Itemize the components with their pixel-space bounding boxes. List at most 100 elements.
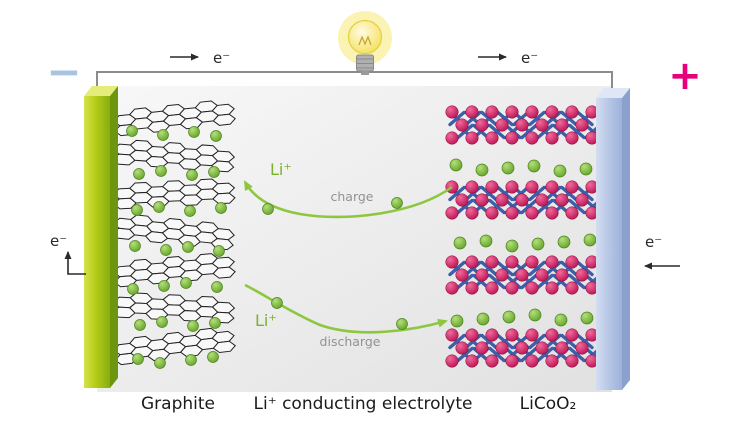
cobalt-oxide-atom — [455, 268, 469, 282]
cobalt-oxide-atom — [505, 105, 519, 119]
li-ion — [155, 165, 167, 177]
cobalt-oxide-atom — [485, 206, 499, 220]
cobalt-oxide-atom — [555, 193, 569, 207]
li-ion — [158, 280, 170, 292]
bulb-filament — [358, 35, 372, 46]
anode-top-face — [84, 86, 118, 96]
cobalt-oxide-atom — [475, 341, 489, 355]
cobalt-oxide-atom — [485, 105, 499, 119]
cobalt-oxide-atom — [495, 193, 509, 207]
cobalt-oxide-atom — [445, 131, 459, 145]
cobalt-oxide-atom — [575, 118, 589, 132]
li-ion-charge-label: Li⁺ — [270, 160, 292, 179]
li-ion — [126, 125, 138, 137]
cobalt-oxide-atom — [555, 268, 569, 282]
cobalt-oxide-atom — [545, 131, 559, 145]
co-o-bond — [568, 346, 586, 363]
cobalt-oxide-atom — [575, 268, 589, 282]
li-ion — [134, 319, 146, 331]
co-o-bond — [576, 333, 594, 350]
electron-flow-right-label: e⁻ — [521, 49, 538, 67]
cobalt-oxide-atom — [505, 180, 519, 194]
cobalt-oxide-atom — [565, 131, 579, 145]
cobalt-oxide-atom — [445, 328, 459, 342]
li-ion — [210, 130, 222, 142]
cobalt-oxide-atom — [515, 118, 529, 132]
cobalt-oxide-atom — [495, 341, 509, 355]
cobalt-oxide-atom — [465, 255, 479, 269]
co-o-bond — [568, 273, 586, 290]
li-ion-in-transit — [262, 203, 274, 215]
cobalt-oxide-atom — [565, 255, 579, 269]
circuit-wire — [96, 71, 613, 96]
bulb-contact — [361, 71, 369, 75]
co-o-bond — [488, 198, 506, 215]
cobalt-oxide-atom — [505, 354, 519, 368]
li-ion — [209, 317, 221, 329]
caption-licoo2: LiCoO₂ — [520, 394, 577, 414]
cobalt-oxide-atom — [565, 328, 579, 342]
cobalt-oxide-atom — [565, 180, 579, 194]
anode-electrode — [84, 86, 118, 388]
li-ion — [557, 235, 571, 249]
graphene-sheet — [112, 292, 236, 324]
cobalt-oxide-atom — [445, 255, 459, 269]
cobalt-oxide-atom — [525, 180, 539, 194]
co-o-bond — [576, 185, 594, 202]
co-o-bond — [480, 185, 498, 202]
li-ion — [208, 166, 220, 178]
li-ion — [476, 312, 490, 326]
cobalt-oxide-atom — [455, 341, 469, 355]
cobalt-oxide-atom — [505, 281, 519, 295]
li-ion — [479, 234, 493, 248]
li-ion — [449, 158, 463, 172]
cobalt-oxide-atom — [565, 206, 579, 220]
plus-terminal-icon: + — [668, 53, 702, 99]
cobalt-oxide-atom — [465, 131, 479, 145]
cobalt-oxide-atom — [535, 118, 549, 132]
cobalt-oxide-atom — [505, 131, 519, 145]
li-ion-in-transit — [271, 297, 283, 309]
cobalt-oxide-atom — [515, 341, 529, 355]
co-o-bond — [480, 110, 498, 127]
graphene-sheet — [112, 139, 236, 173]
cobalt-oxide-atom — [485, 354, 499, 368]
li-ion — [154, 357, 166, 369]
li-ion — [156, 316, 168, 328]
cobalt-oxide-atom — [505, 206, 519, 220]
cobalt-oxide-atom — [475, 118, 489, 132]
co-o-bond — [496, 333, 514, 350]
cobalt-oxide-atom — [445, 281, 459, 295]
cobalt-oxide-atom — [495, 268, 509, 282]
charge-label: charge — [331, 189, 374, 204]
cathode-electron-label: e⁻ — [645, 233, 662, 251]
cobalt-oxide-atom — [535, 193, 549, 207]
li-ion — [531, 237, 545, 251]
cathode-electrode — [596, 88, 630, 390]
co-o-bond — [496, 110, 514, 127]
cobalt-oxide-atom — [505, 328, 519, 342]
li-ion — [180, 277, 192, 289]
li-ion — [502, 310, 516, 324]
cobalt-oxide-atom — [545, 328, 559, 342]
co-o-bond — [480, 260, 498, 277]
li-ion — [579, 162, 593, 176]
cobalt-oxide-atom — [485, 328, 499, 342]
cobalt-oxide-atom — [545, 105, 559, 119]
coo2-slab — [445, 180, 602, 220]
coo2-slab — [445, 255, 602, 295]
co-o-bond — [576, 260, 594, 277]
coo2-slab — [445, 328, 602, 368]
cobalt-oxide-atom — [565, 281, 579, 295]
cobalt-oxide-atom — [485, 131, 499, 145]
charge-arrow — [243, 180, 453, 219]
cobalt-oxide-atom — [515, 193, 529, 207]
li-ion — [213, 245, 225, 257]
electron-flow-left-label: e⁻ — [213, 49, 230, 67]
li-ion — [132, 353, 144, 365]
li-ion — [580, 311, 594, 325]
cobalt-oxide-atom — [455, 118, 469, 132]
minus-terminal-icon: − — [46, 47, 81, 96]
li-ion — [583, 233, 597, 247]
